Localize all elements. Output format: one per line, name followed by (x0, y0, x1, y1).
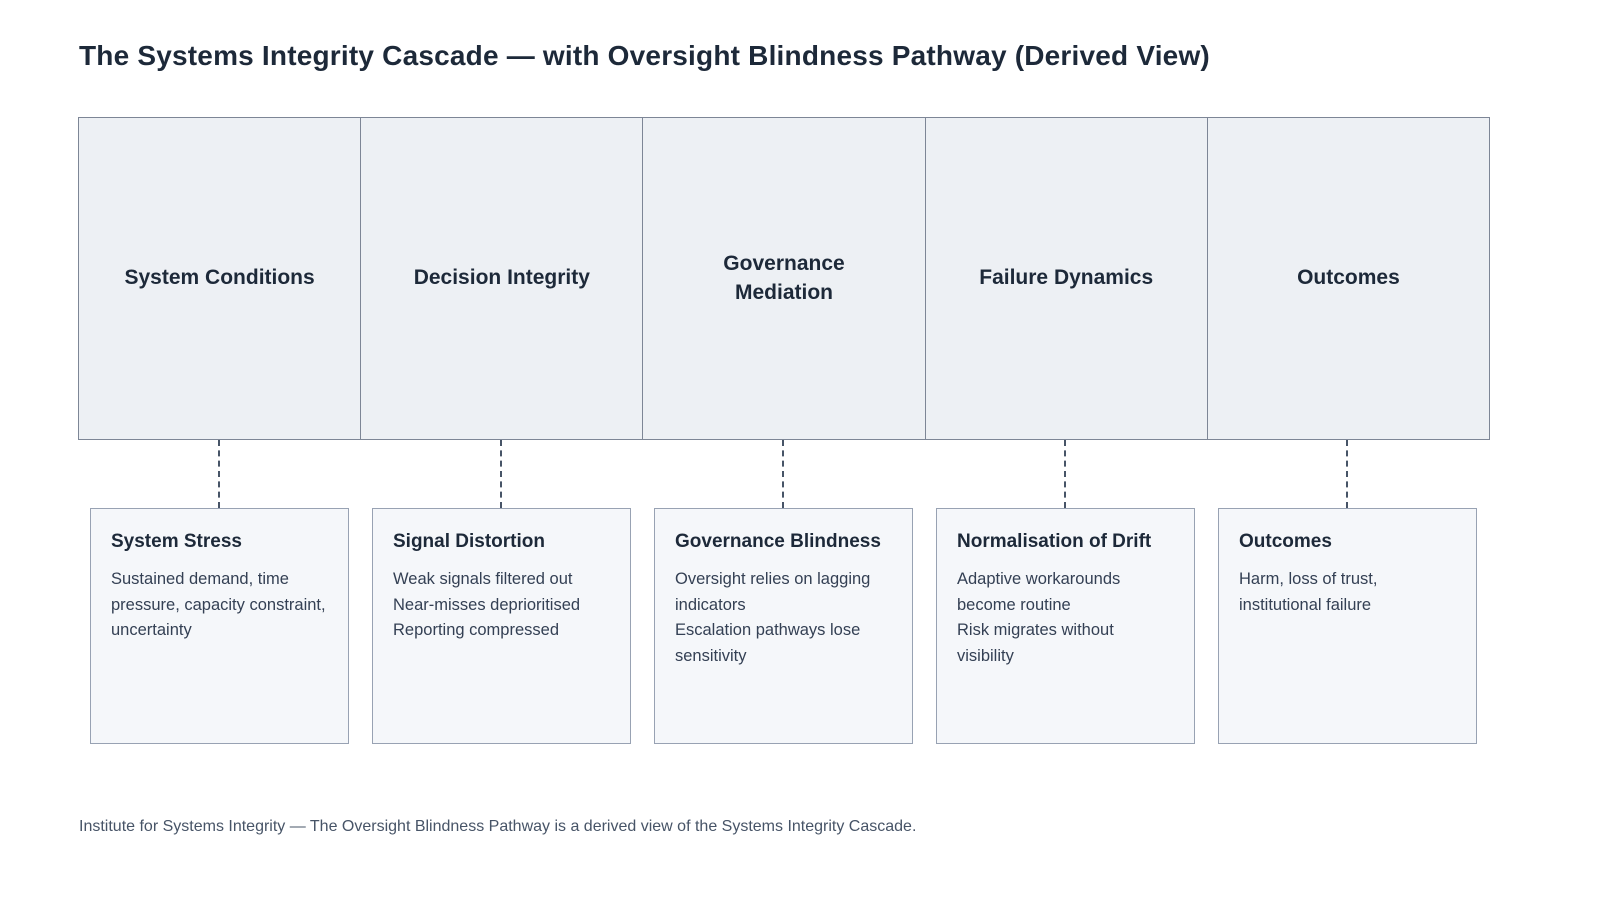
detail-card-normalisation-of-drift: Normalisation of Drift Adaptive workarou… (936, 508, 1195, 744)
connector-line (1346, 440, 1348, 508)
footer-note: Institute for Systems Integrity — The Ov… (79, 818, 917, 835)
stage-label: Decision Integrity (413, 266, 590, 290)
stage-column-decision-integrity: Decision Integrity (360, 117, 644, 440)
card-item: Sustained demand, time pressure, capacit… (111, 570, 326, 640)
card-item: Adaptive workarounds become routine (957, 570, 1121, 614)
card-title: Normalisation of Drift (957, 531, 1152, 552)
card-title: Governance Blindness (675, 531, 881, 552)
card-item: Oversight relies on lagging indicators (675, 570, 871, 614)
connector-line (500, 440, 502, 508)
stage-column-outcomes: Outcomes (1206, 117, 1491, 440)
card-title: System Stress (111, 531, 242, 552)
stage-column-failure-dynamics: Failure Dynamics (924, 117, 1208, 440)
stage-label: Governance Mediation (723, 252, 845, 304)
card-item: Reporting compressed (393, 621, 559, 640)
stage-label: Failure Dynamics (979, 266, 1154, 290)
stage-label: System Conditions (124, 266, 315, 290)
card-item: Escalation pathways lose sensitivity (675, 621, 861, 665)
detail-card-system-stress: System Stress Sustained demand, time pre… (90, 508, 349, 744)
card-title: Outcomes (1239, 531, 1332, 552)
card-item: Risk migrates without visibility (957, 621, 1114, 665)
stage-band: System Conditions Decision Integrity Gov… (78, 117, 1491, 440)
detail-card-signal-distortion: Signal Distortion Weak signals filtered … (372, 508, 631, 744)
card-title: Signal Distortion (393, 531, 545, 552)
card-item: Harm, loss of trust, institutional failu… (1239, 570, 1378, 614)
diagram-title: The Systems Integrity Cascade — with Ove… (79, 40, 1210, 71)
stage-label: Outcomes (1297, 266, 1400, 290)
stage-column-governance-mediation: Governance Mediation (642, 117, 926, 440)
card-item: Near-misses deprioritised (393, 595, 581, 614)
detail-card-outcomes: Outcomes Harm, loss of trust, institutio… (1218, 508, 1477, 744)
detail-card-governance-blindness: Governance Blindness Oversight relies on… (654, 508, 913, 744)
detail-cards-row: System Stress Sustained demand, time pre… (90, 508, 1477, 744)
connector-line (782, 440, 784, 508)
stage-column-system-conditions: System Conditions (78, 117, 362, 440)
connector-line (218, 440, 220, 508)
connector-line (1064, 440, 1066, 508)
card-item: Weak signals filtered out (393, 570, 573, 588)
